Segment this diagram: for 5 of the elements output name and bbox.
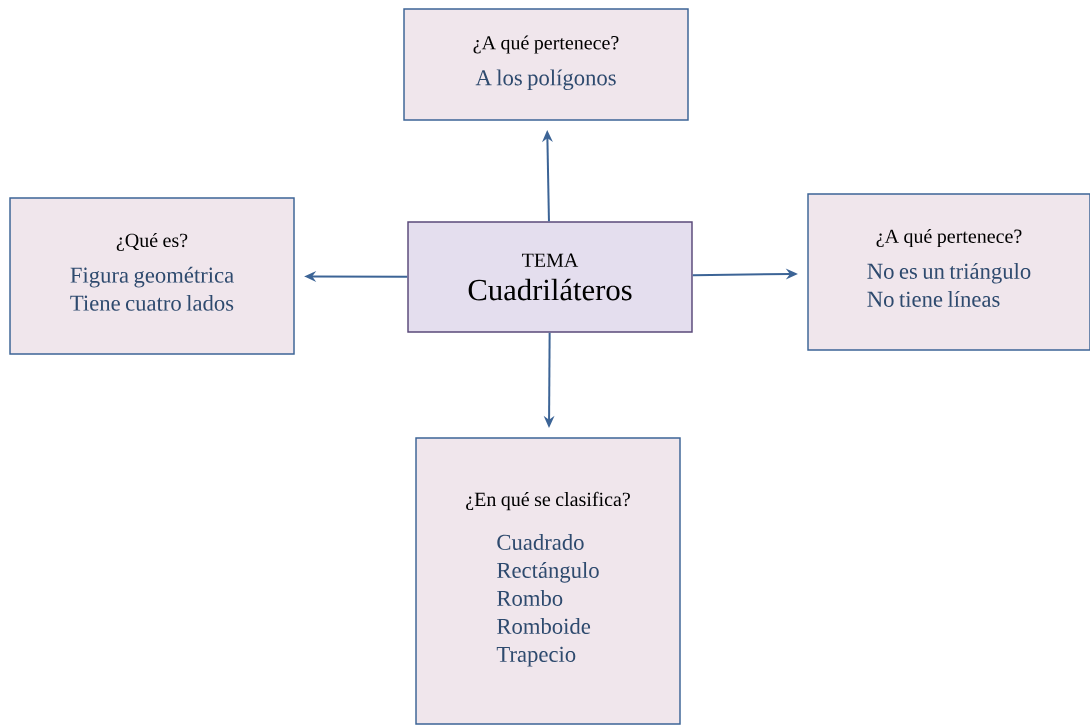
concept-box: ¿A qué pertenece? A los polígonos <box>403 8 689 121</box>
concept-box: ¿A qué pertenece? No es un triángulo No tiene líneas <box>807 193 1090 351</box>
concept-box: ¿En qué se clasifica? Cuadrado Rectángulo Rombo Romboide Trapecio <box>415 437 681 725</box>
concept-box: ¿Qué es? Figura geométrica Tiene cuatro lados <box>9 197 295 355</box>
concept-box: TEMA Cuadriláteros <box>407 221 693 333</box>
